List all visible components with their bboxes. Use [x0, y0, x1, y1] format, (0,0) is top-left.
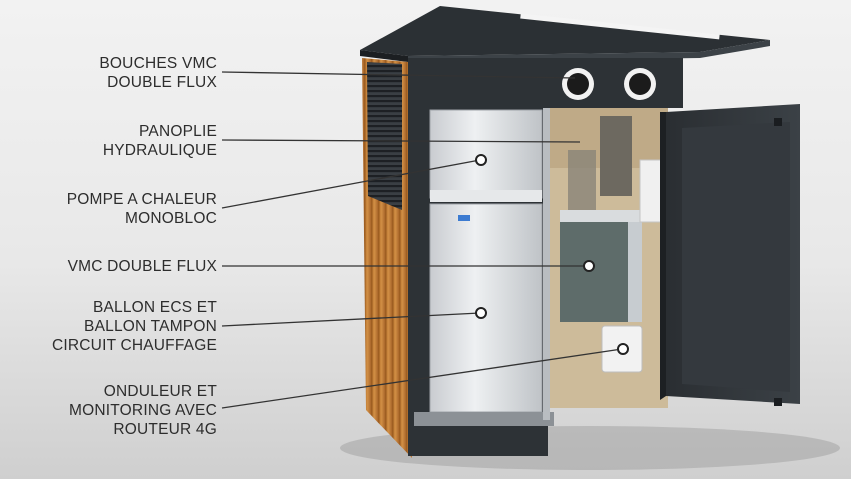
label-line: ROUTEUR 4G [113, 421, 217, 438]
label-line: PANOPLIE [139, 123, 217, 140]
vmc-vent-right [624, 68, 656, 100]
label-panoplie-hydraulique: PANOPLIE HYDRAULIQUE [0, 122, 217, 160]
label-onduleur: ONDULEUR ET MONITORING AVEC ROUTEUR 4G [0, 382, 217, 439]
tank-badge [458, 215, 470, 221]
label-line: MONITORING AVEC [69, 402, 217, 419]
leader-line-pompe [221, 159, 481, 209]
door-hinge-2 [774, 398, 782, 406]
label-line: DOUBLE FLUX [107, 74, 217, 91]
cabinet-base [414, 412, 554, 426]
vmc-unit [560, 222, 640, 322]
label-line: VMC DOUBLE FLUX [67, 258, 217, 275]
roof-edge [360, 50, 408, 62]
vmc-unit-top [560, 210, 642, 222]
marker-ballon [475, 307, 487, 319]
leader-line-panoplie [221, 139, 581, 143]
cabinet-roof [360, 6, 770, 56]
marker-pompe [475, 154, 487, 166]
side-grille [367, 62, 402, 210]
leader-line-bouches-vmc [221, 71, 576, 79]
roof-light-strip [520, 13, 720, 40]
hydraulic-pipe [568, 150, 596, 210]
vmc-vent-left [562, 68, 594, 100]
label-line: ONDULEUR ET [103, 383, 217, 400]
label-line: HYDRAULIQUE [102, 142, 217, 159]
label-line: POMPE A CHALEUR [66, 191, 217, 208]
leader-line-ballon [221, 312, 481, 327]
target-markers [475, 154, 629, 355]
label-line: CIRCUIT CHAUFFAGE [51, 337, 217, 354]
center-post [543, 108, 550, 420]
label-ballon-ecs: BALLON ECS ET BALLON TAMPON CIRCUIT CHAU… [0, 298, 217, 355]
hydraulic-panel [600, 116, 632, 196]
heat-pump-unit [429, 109, 543, 199]
label-line: MONOBLOC [124, 210, 217, 227]
marker-vmc [583, 260, 595, 272]
door-edge [660, 112, 666, 400]
leader-lines [221, 71, 623, 409]
label-bouches-vmc: BOUCHES VMC DOUBLE FLUX [0, 54, 217, 92]
label-line: BALLON ECS ET [92, 299, 217, 316]
label-line: BOUCHES VMC [99, 55, 217, 72]
marker-onduleur [617, 343, 629, 355]
label-line: BALLON TAMPON [84, 318, 217, 335]
door-hinge [774, 118, 782, 126]
leader-line-onduleur [221, 348, 623, 409]
roof-front-edge [408, 40, 770, 62]
door-inner-panel [682, 122, 790, 392]
vmc-unit-side [628, 222, 642, 322]
heat-pump-top [430, 190, 542, 202]
label-vmc-double-flux: VMC DOUBLE FLUX [0, 257, 217, 276]
label-pompe-a-chaleur: POMPE A CHALEUR MONOBLOC [0, 190, 217, 228]
